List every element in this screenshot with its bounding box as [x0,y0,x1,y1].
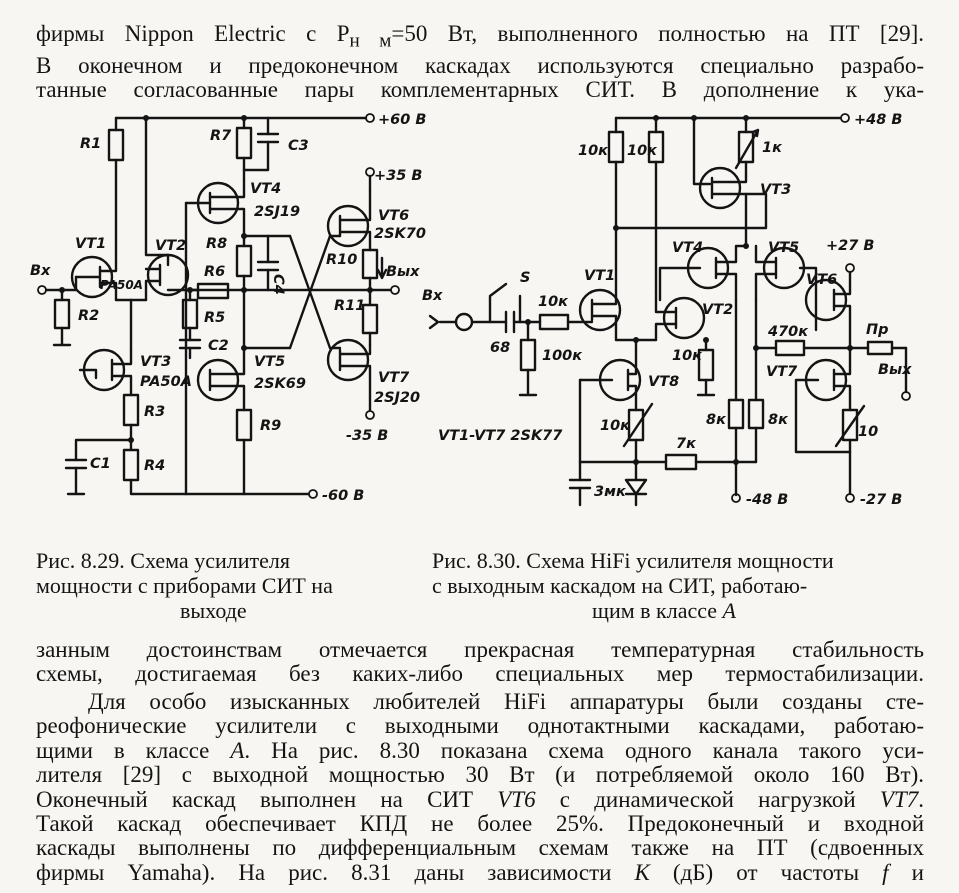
label: Вых [878,362,912,378]
text-line: щими в классе А. На рис. 8.30 показана с… [36,737,924,763]
caption-line: Рис. 8.30. Схема HiFi усилителя мощности [432,548,834,573]
text-line: каскады выполнены по дифференциальным сх… [36,835,924,861]
label: PA50A [100,278,143,292]
text-line: занным достоинствам отмечается прекрасна… [36,637,924,662]
text-line: фирмы Yamaha). На рис. 8.31 даны зависим… [36,859,924,885]
label: Пр [866,322,889,338]
label: -27 В [860,492,902,508]
label: R4 [144,458,165,474]
label: 2SJ20 [374,390,420,406]
caption-line: мощности с приборами СИТ на [36,573,333,598]
label: VT4 [250,181,281,197]
text-line: В оконечном и предоконечном каскадах исп… [36,53,924,78]
label: +27 В [826,238,874,254]
label: R3 [144,404,165,420]
figure-8-29-schematic: R1 R7 C3 +60 В VT4 2SJ19 +35 В VT6 2SK70… [30,112,426,504]
label: VT8 [648,374,679,390]
label: 10к [672,348,703,364]
label: R1 [80,136,101,152]
label: 10к [627,143,658,159]
label: PA50A [140,374,192,390]
label: C4 [270,274,286,295]
label: R7 [210,128,232,144]
label: 2SK69 [254,376,306,392]
label: 7к [676,436,697,452]
text-line: Такой каскад обеспечивает КПД не более 2… [36,811,924,837]
label: -35 В [346,428,388,444]
label: 10к [538,294,569,310]
label: -60 В [322,488,364,504]
label: 470к [767,324,809,340]
text-line: схемы, достигаемая без каких-либо специа… [36,661,924,687]
label: VT1 [75,236,106,252]
label: VT6 [806,272,837,288]
figure-8-30-caption: Рис. 8.30. Схема HiFi усилителя мощности… [432,548,932,623]
label: R8 [206,236,227,252]
label: 8к [768,412,789,428]
label: 100к [542,348,583,364]
label: +60 В [378,112,426,128]
caption-line: с выходным каскадом на СИТ, работаю- [432,573,808,598]
text-line: танные согласованные пары комплементарны… [36,77,924,103]
text-line: Для особо изысканных любителей HiFi аппа… [88,689,924,714]
paragraph-1: занным достоинствам отмечается прекрасна… [36,637,924,687]
label: 3мк [594,484,627,500]
label: VT5 [254,354,285,370]
caption-line: выходе [180,598,247,623]
label: 8к [706,412,727,428]
label: +35 В [374,168,422,184]
caption-line: Рис. 8.29. Схема усилителя [36,548,290,573]
label: -48 В [746,492,788,508]
label: R5 [204,310,225,326]
label: VT3 [140,354,171,370]
label: VT1-VT7 2SK77 [438,428,563,444]
label: VT3 [760,182,791,198]
label: C3 [288,138,309,154]
label: R9 [260,418,281,434]
label: 1к [762,140,783,156]
label: 10к [578,143,609,159]
label: VT6 [378,208,409,224]
label: 2SJ19 [254,204,300,220]
label: R6 [204,264,225,280]
label: VT1 [584,268,615,284]
text-line: реофонические усилители с выходными одно… [36,713,924,739]
label: 10 [858,424,878,440]
paragraph-2: Для особо изысканных любителей HiFi аппа… [36,689,924,885]
label: +48 В [854,112,902,128]
label: Вх [30,263,51,279]
label: R2 [78,308,99,324]
label: VT4 [672,240,703,256]
label: VT5 [768,240,799,256]
caption-line: щим в классе А [592,598,736,623]
label: VT7 [378,370,410,386]
label: R11 [334,298,365,314]
label: VT2 [155,238,186,254]
label: S [520,270,530,286]
label: Вых [386,264,420,280]
label: C1 [90,456,111,472]
figure-8-29-caption: Рис. 8.29. Схема усилителя мощности с пр… [36,548,396,623]
label: 68 [490,340,510,356]
label: C2 [208,338,229,354]
label: VT7 [766,364,798,380]
text-line: Оконечный каскад выполнен на СИТ VT6 с д… [36,786,924,812]
label: Вх [422,288,443,304]
label: VT2 [702,302,733,318]
top-paragraph: фирмы Nippon Electric с Pн м=50 Вт, выпо… [36,21,924,103]
text-line: лителя [29] с выходной мощностью 30 Вт (… [36,762,924,788]
figure-8-30-schematic: +48 В 10к 10к 1к VT3 VT4 VT5 +27 В S VT1… [422,112,912,508]
label: 2SK70 [374,226,426,242]
label: 10к [600,418,631,434]
label: R10 [326,252,357,268]
text-line: фирмы Nippon Electric с Pн м=50 Вт, выпо… [36,21,924,52]
